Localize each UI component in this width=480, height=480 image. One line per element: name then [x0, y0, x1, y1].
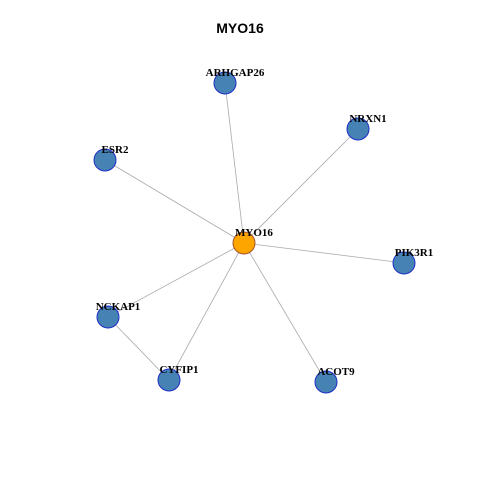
node-label-nckap1: NCKAP1 — [96, 301, 141, 313]
edge-layer — [104, 82, 405, 383]
node-circle-myo16[interactable] — [232, 231, 256, 255]
node-label-pik3r1: PIK3R1 — [395, 247, 434, 259]
node-circle-cyfip1[interactable] — [157, 368, 181, 392]
edge-myo16-esr2 — [104, 159, 245, 244]
node-circle-nckap1[interactable] — [96, 305, 120, 329]
node-layer: MYO16 ARHGAP26NRXN1ESR2PIK3R1NCKAP1CYFIP1… — [93, 67, 434, 394]
node-circle-esr2[interactable] — [93, 148, 117, 172]
node-label-myo16: MYO16 — [235, 227, 273, 239]
node-pik3r1[interactable]: PIK3R1 — [392, 247, 434, 275]
graph-title: MYO16 — [216, 20, 264, 36]
node-label-cyfip1: CYFIP1 — [159, 364, 198, 376]
edge-myo16-acot9 — [243, 242, 327, 383]
node-cyfip1[interactable]: CYFIP1 — [157, 364, 199, 392]
node-arhgap26[interactable]: ARHGAP26 — [206, 67, 265, 95]
node-nckap1[interactable]: NCKAP1 — [96, 301, 141, 329]
node-myo16[interactable]: MYO16 — [232, 227, 273, 255]
node-label-acot9: ACOT9 — [317, 366, 355, 378]
edge-myo16-nrxn1 — [243, 128, 359, 244]
edge-nckap1-cyfip1 — [107, 316, 170, 381]
node-label-nrxn1: NRXN1 — [349, 113, 386, 125]
edge-myo16-arhgap26 — [224, 82, 245, 244]
edge-myo16-pik3r1 — [243, 242, 405, 264]
edge-myo16-cyfip1 — [168, 242, 245, 381]
node-esr2[interactable]: ESR2 — [93, 144, 129, 172]
node-label-arhgap26: ARHGAP26 — [206, 67, 265, 79]
node-nrxn1[interactable]: NRXN1 — [346, 113, 387, 141]
node-label-esr2: ESR2 — [102, 144, 129, 156]
node-circle-acot9[interactable] — [314, 370, 338, 394]
node-circle-pik3r1[interactable] — [392, 251, 416, 275]
edge-myo16-nckap1 — [107, 242, 245, 318]
node-acot9[interactable]: ACOT9 — [314, 366, 355, 394]
node-circle-arhgap26[interactable] — [213, 71, 237, 95]
node-circle-nrxn1[interactable] — [346, 117, 370, 141]
